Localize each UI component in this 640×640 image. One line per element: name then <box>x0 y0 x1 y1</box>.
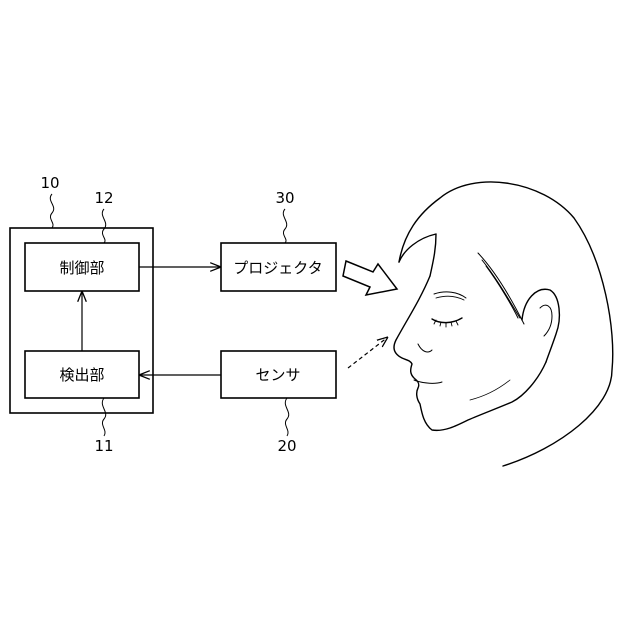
hair-strand-3 <box>486 266 518 318</box>
ear <box>522 289 559 362</box>
detection-unit-label: 検出部 <box>59 366 104 384</box>
projector-label: プロジェクタ <box>233 259 322 277</box>
nostril <box>418 344 432 352</box>
leader-line-projector <box>283 209 286 243</box>
ref-numeral-sensor: 20 <box>277 437 296 455</box>
ref-numeral-control-unit: 12 <box>94 189 113 207</box>
face-profile-illustration <box>394 182 613 466</box>
jaw-shade <box>470 380 510 400</box>
eyebrow-shade <box>436 296 464 300</box>
face-profile-line <box>394 276 546 430</box>
hair-outline <box>399 182 613 466</box>
leader-line-sensor <box>285 398 288 436</box>
ref-numeral-detection-unit: 11 <box>94 437 113 455</box>
leader-line-device <box>50 194 53 228</box>
closed-eye <box>432 318 462 323</box>
projection-arrow <box>343 261 397 295</box>
sensing-dashed-arrow <box>348 337 388 368</box>
control-unit-label: 制御部 <box>59 259 104 277</box>
sensor-label: センサ <box>255 366 300 384</box>
ref-numeral-device: 10 <box>40 174 59 192</box>
hairline <box>399 234 436 276</box>
ref-numeral-projector: 30 <box>275 189 294 207</box>
leader-line-detection-unit <box>102 398 105 436</box>
ear-inner <box>540 305 552 336</box>
leader-line-control-unit <box>102 209 105 243</box>
